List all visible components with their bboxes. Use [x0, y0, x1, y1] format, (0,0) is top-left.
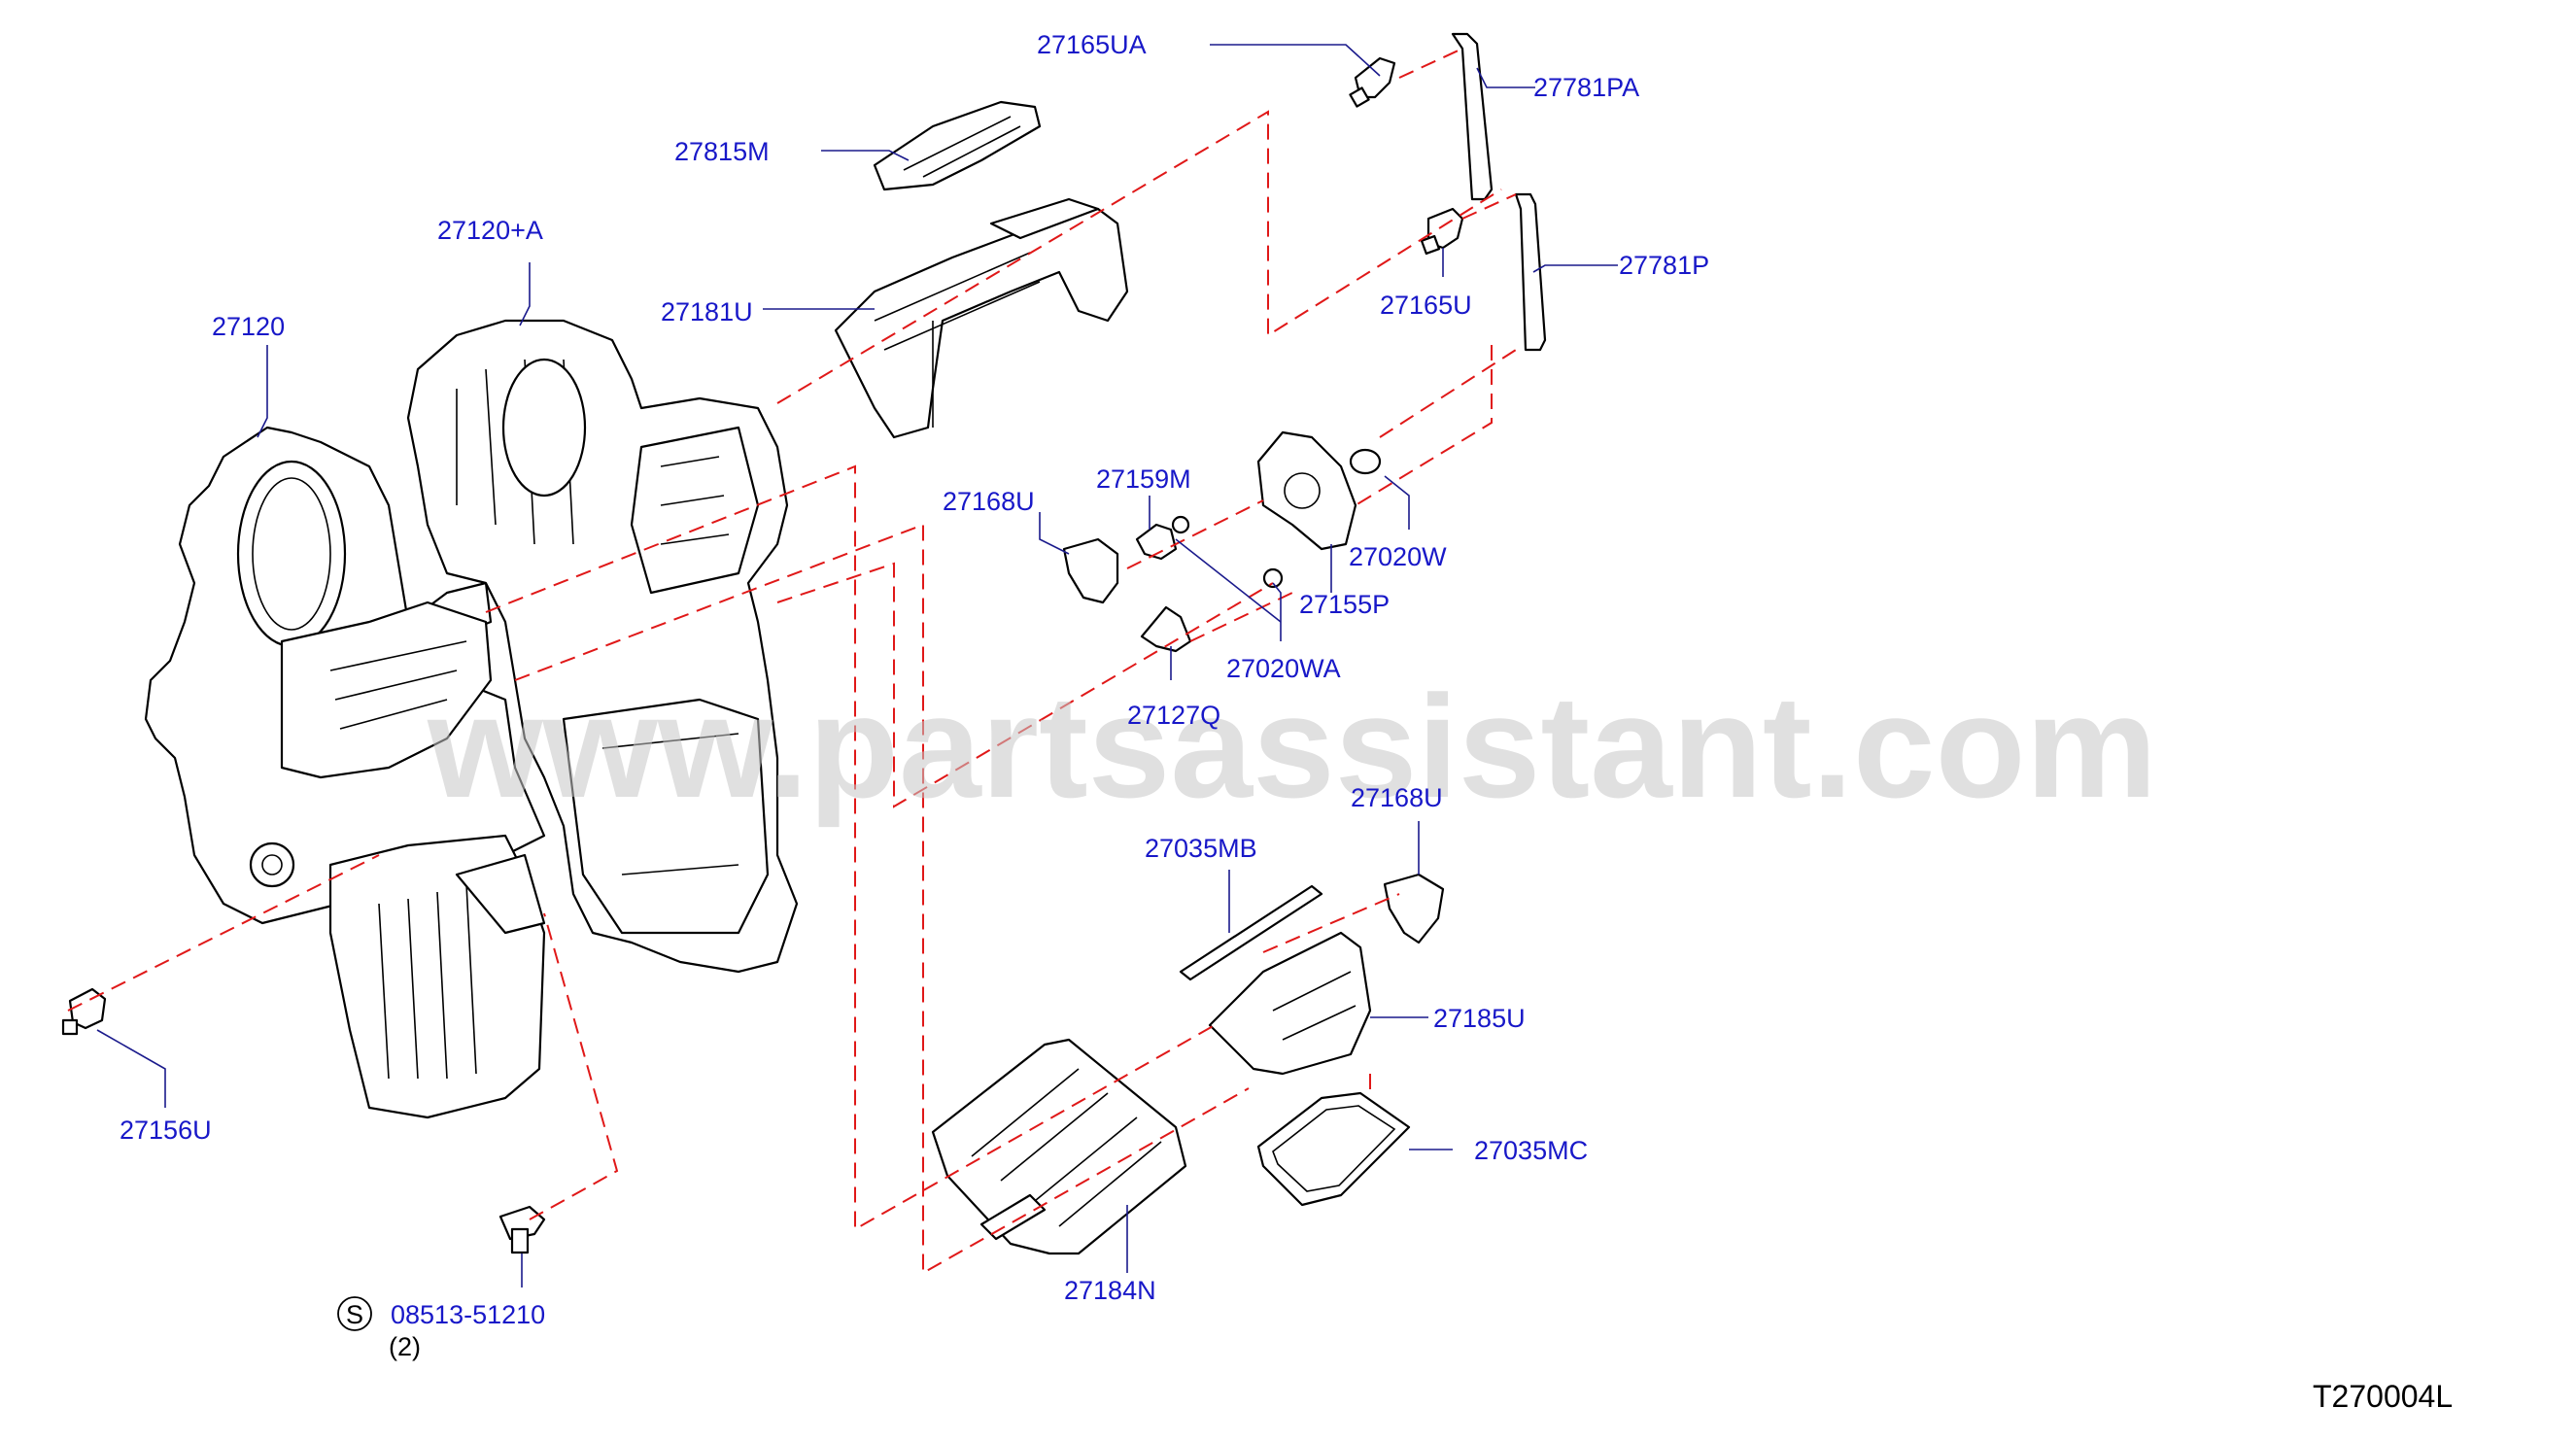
lever-27159m-part[interactable] [1135, 515, 1190, 561]
label-27156u[interactable]: 27156U [120, 1116, 212, 1145]
bolt-0851351210-part[interactable] [498, 1205, 546, 1254]
label-27781pa[interactable]: 27781PA [1533, 73, 1639, 102]
quantity-note: (2) [389, 1332, 421, 1361]
duct-27181u-part[interactable] [834, 197, 1129, 439]
part-labels: 27165UA 27781PA 27815M 27120+A 27120 271… [120, 30, 1709, 1361]
heater-case-right-part[interactable] [406, 319, 799, 974]
label-27120a[interactable]: 27120+A [437, 216, 543, 245]
label-27184n[interactable]: 27184N [1064, 1276, 1156, 1305]
label-27035mb[interactable]: 27035MB [1145, 834, 1257, 863]
diagram-code: T270004L [2313, 1379, 2453, 1414]
label-27815m[interactable]: 27815M [674, 137, 770, 166]
washer-27155p-part[interactable] [1262, 567, 1284, 589]
label-27159m[interactable]: 27159M [1096, 464, 1191, 494]
label-27120[interactable]: 27120 [212, 312, 285, 341]
clip-27156u-part[interactable] [61, 987, 107, 1036]
actuator-clip-27165ua-part[interactable] [1349, 56, 1396, 108]
label-27781p[interactable]: 27781P [1619, 251, 1709, 280]
label-27127q[interactable]: 27127Q [1127, 701, 1220, 730]
leader-lines [96, 44, 1618, 1288]
label-27168u-bottom[interactable]: 27168U [1351, 783, 1443, 812]
label-27020w[interactable]: 27020W [1349, 542, 1447, 571]
label-27185u[interactable]: 27185U [1433, 1004, 1526, 1033]
cap-27168u-bottom-part[interactable] [1383, 873, 1445, 944]
label-27165ua[interactable]: 27165UA [1037, 30, 1147, 59]
label-0851351210[interactable]: 08513-51210 [391, 1300, 545, 1329]
label-27165u[interactable]: 27165U [1380, 291, 1472, 320]
bracket-27815m-part[interactable] [873, 100, 1042, 191]
door-housing-27185u-part[interactable] [1208, 931, 1372, 1076]
assembly-guide-lines [67, 48, 1517, 1275]
cap-27168u-top-part[interactable] [1062, 537, 1119, 604]
link-rod-27781pa-part[interactable] [1451, 32, 1494, 201]
link-rod-27781p-part[interactable] [1514, 192, 1547, 352]
standard-part-symbol-letter: S [346, 1300, 363, 1329]
label-27155p[interactable]: 27155P [1299, 590, 1390, 619]
standard-part-symbol [337, 1296, 372, 1331]
motor-actuator-27020w-part[interactable] [1256, 430, 1382, 551]
actuator-clip-27165u-part[interactable] [1420, 207, 1464, 256]
heater-case-left-part[interactable] [144, 426, 546, 1119]
gasket-27035mc-part[interactable] [1256, 1091, 1411, 1207]
watermark: www.partsassistant.com [427, 665, 2157, 828]
label-27035mc[interactable]: 27035MC [1474, 1136, 1588, 1165]
seal-strip-27035mb-part[interactable] [1179, 884, 1323, 981]
label-27020wa[interactable]: 27020WA [1226, 654, 1341, 683]
label-27168u-top[interactable]: 27168U [943, 487, 1035, 516]
link-27127q-part[interactable] [1140, 605, 1192, 653]
heater-core-27184n-part[interactable] [931, 1038, 1187, 1255]
label-27181u[interactable]: 27181U [661, 297, 753, 326]
